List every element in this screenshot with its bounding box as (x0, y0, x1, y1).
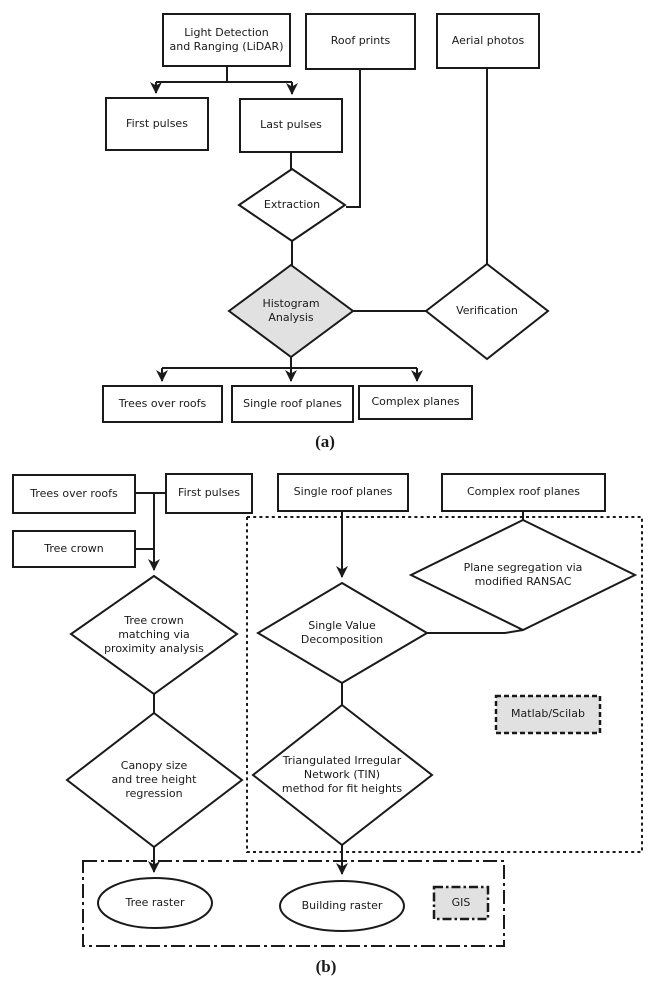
aerial-photos-box (436, 13, 540, 69)
tree-raster-ellipse (97, 877, 213, 929)
complex-planes-box (358, 385, 473, 420)
verification-diamond (424, 262, 550, 361)
single-roof-planes-box (231, 385, 354, 423)
connector-lidar-split (156, 66, 292, 83)
lidar-box (162, 13, 291, 67)
histogram-analysis-diamond (227, 263, 355, 359)
tree-crown-matching-diamond (69, 574, 239, 696)
connector-histogram-split (162, 357, 417, 369)
b-complex-roof-planes-box (441, 473, 606, 512)
b-single-roof-planes-box (277, 473, 409, 512)
connector-roof-prints-extraction (346, 69, 361, 208)
tin-diamond (251, 703, 434, 847)
trees-over-roofs-box (102, 385, 223, 423)
building-raster-ellipse (279, 880, 405, 932)
connector-svd-planeseg (427, 629, 524, 634)
last-pulses-box (239, 98, 343, 153)
canopy-regression-diamond (65, 711, 244, 849)
b-trees-over-roofs-box (12, 474, 136, 514)
gis-box (432, 885, 490, 921)
matlab-scilab-region (246, 516, 643, 853)
first-pulses-box (105, 97, 209, 151)
extraction-diamond (237, 167, 347, 243)
svd-diamond (256, 581, 429, 685)
roof-prints-box (305, 13, 416, 70)
tree-crown-box (12, 530, 136, 568)
gis-region (82, 860, 505, 947)
matlab-scilab-box (494, 694, 602, 735)
plane-segregation-diamond (408, 518, 638, 632)
b-first-pulses-box (165, 473, 253, 514)
